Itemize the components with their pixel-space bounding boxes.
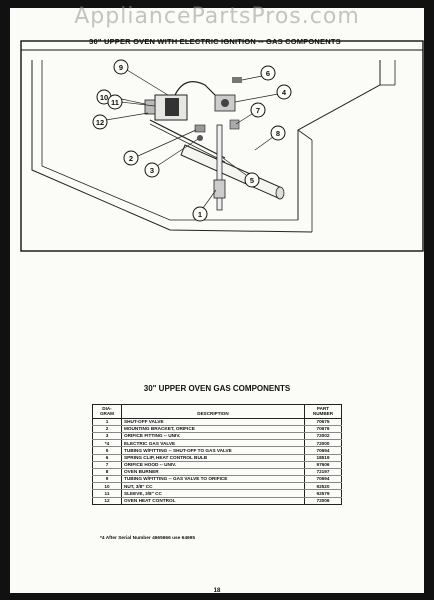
callout-label-12: 12 [96,118,104,127]
row-part-number: 72002 [304,432,342,441]
diagram-drawing: 9 10 11 12 2 3 1 5 7 8 4 [20,40,424,252]
callout-label-5: 5 [250,176,254,185]
row-diagram-number: 3 [92,432,122,441]
row-description: TUBING W/FITTING -- SHUT-OFF TO GAS VALV… [121,446,305,455]
row-description: SLEEVE, 3/8" CC [121,489,305,498]
document-page: 9 10 11 12 2 3 1 5 7 8 4 [10,8,424,594]
diagram-title: 30" UPPER OVEN WITH ELECTRIC IGNITION --… [89,37,341,46]
callout-label-7: 7 [256,106,260,115]
row-part-number: 92520 [304,482,342,491]
parts-table-title: 30" UPPER OVEN GAS COMPONENTS [143,384,291,393]
row-part-number: 70694 [304,446,342,455]
row-description: ORIFICE HOOD -- UNIV. [121,461,305,469]
row-diagram-number: 10 [92,482,122,491]
row-part-number: 70676 [304,425,342,433]
page-number: 18 [213,588,221,594]
row-diagram-number: *4 [92,439,122,448]
callout-label-11: 11 [111,98,119,107]
col-header-diagram: DIA- GRAM [92,404,122,419]
table-footnote: *4 After Serial Number 4665666 use 64695 [100,536,196,541]
callout-label-2: 2 [129,154,133,163]
callout-label-6: 6 [266,69,270,78]
site-watermark: AppliancePartsPros.com [74,4,360,29]
callout-label-10: 10 [100,93,108,102]
row-diagram-number: 8 [92,468,122,477]
callout-label-8: 8 [276,129,280,138]
exploded-parts-diagram: 9 10 11 12 2 3 1 5 7 8 4 [20,40,424,252]
row-diagram-number: 12 [92,497,122,505]
row-description: ELECTRIC GAS VALVE [121,439,305,448]
row-part-number: 70675 [304,418,342,426]
row-diagram-number: 7 [92,461,122,469]
row-part-number: 70694 [304,475,342,484]
row-description: OVEN HEAT CONTROL [121,497,305,505]
row-part-number: 92579 [304,489,342,498]
row-diagram-number: 6 [92,454,122,462]
row-description: SHUT-OFF VALVE [121,418,305,426]
diagram-callouts: 9 10 11 12 2 3 1 5 7 8 4 [92,59,292,222]
row-description: OVEN BURNER [121,468,305,477]
parts-table-header: DIA- GRAM DESCRIPTION PART NUMBER [92,404,342,419]
callout-label-9: 9 [119,63,123,72]
row-part-number: 18519 [304,454,342,462]
row-diagram-number: 9 [92,475,122,484]
row-diagram-number: 2 [92,425,122,433]
row-diagram-number: 5 [92,446,122,455]
row-description: NUT, 3/8" CC [121,482,305,491]
row-description: ORIFICE FITTING -- UNIV. [121,432,305,441]
row-diagram-number: 11 [92,489,122,498]
callout-label-4: 4 [282,88,287,97]
row-part-number: 72000 [304,439,342,448]
row-description: SPRING CLIP, HEAT CONTROL BULB [121,454,305,462]
row-description: MOUNTING BRACKET, ORIFICE [121,425,305,433]
col-header-description: DESCRIPTION [121,404,305,419]
row-part-number: 97606 [304,461,342,469]
row-description: TUBING W/FITTING -- GAS VALVE TO ORIFICE [121,475,305,484]
callout-label-1: 1 [198,210,202,219]
callout-label-3: 3 [150,166,154,175]
row-part-number: 72006 [304,497,342,505]
col-header-part-number: PART NUMBER [304,404,342,419]
row-diagram-number: 1 [92,418,122,426]
row-part-number: 72197 [304,468,342,477]
